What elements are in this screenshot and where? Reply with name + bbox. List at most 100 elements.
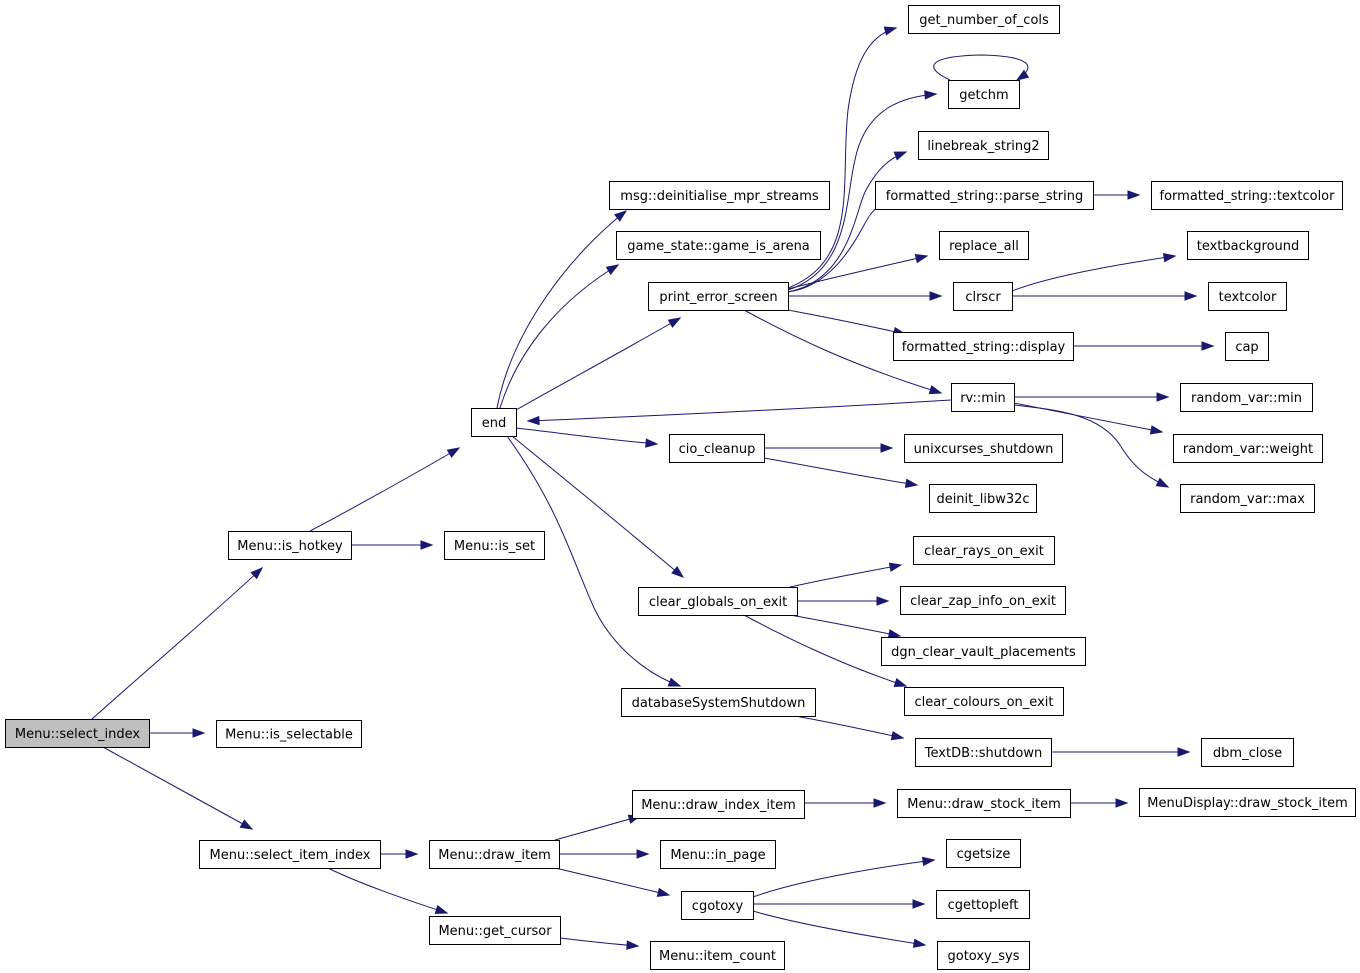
- node-draw_index_item[interactable]: Menu::draw_index_item: [632, 790, 805, 819]
- node-box[interactable]: [228, 531, 352, 560]
- node-box[interactable]: [616, 231, 821, 260]
- node-clear_globals[interactable]: clear_globals_on_exit: [638, 587, 798, 616]
- node-box[interactable]: [632, 790, 805, 819]
- node-box[interactable]: [937, 941, 1030, 970]
- node-box[interactable]: [893, 332, 1074, 361]
- node-clear_colours[interactable]: clear_colours_on_exit: [904, 687, 1064, 716]
- node-box[interactable]: [1173, 434, 1323, 463]
- node-game_is_arena[interactable]: game_state::game_is_arena: [616, 231, 821, 260]
- arrowhead-icon: [626, 940, 640, 950]
- node-dgn_clear_vault[interactable]: dgn_clear_vault_placements: [881, 637, 1086, 666]
- node-box[interactable]: [1187, 231, 1309, 260]
- node-box[interactable]: [621, 688, 816, 717]
- node-textdb_shutdown[interactable]: TextDB::shutdown: [915, 738, 1052, 767]
- node-box[interactable]: [429, 916, 561, 945]
- node-box[interactable]: [904, 434, 1063, 463]
- node-box[interactable]: [897, 789, 1071, 818]
- node-box[interactable]: [5, 719, 150, 748]
- node-get_cursor[interactable]: Menu::get_cursor: [429, 916, 561, 945]
- node-box[interactable]: [216, 720, 362, 748]
- node-gotoxy_sys[interactable]: gotoxy_sys: [937, 941, 1030, 970]
- node-box[interactable]: [908, 5, 1060, 34]
- edge-line: [499, 264, 619, 409]
- node-box[interactable]: [1139, 788, 1356, 817]
- node-box[interactable]: [953, 282, 1013, 311]
- node-box[interactable]: [199, 840, 381, 869]
- node-print_error_screen[interactable]: print_error_screen: [648, 282, 789, 311]
- node-select_index[interactable]: Menu::select_index: [5, 719, 150, 748]
- node-item_count[interactable]: Menu::item_count: [650, 941, 785, 970]
- node-draw_stock_item[interactable]: Menu::draw_stock_item: [897, 789, 1071, 818]
- node-textbackground[interactable]: textbackground: [1187, 231, 1309, 260]
- node-cio_cleanup[interactable]: cio_cleanup: [669, 434, 765, 463]
- node-unixcurses_shutdown[interactable]: unixcurses_shutdown: [904, 434, 1063, 463]
- node-clear_zap[interactable]: clear_zap_info_on_exit: [900, 586, 1066, 615]
- node-box[interactable]: [1180, 484, 1315, 513]
- node-linebreak_string2[interactable]: linebreak_string2: [918, 131, 1049, 160]
- node-box[interactable]: [929, 484, 1037, 513]
- node-box[interactable]: [681, 891, 754, 920]
- node-draw_item[interactable]: Menu::draw_item: [429, 840, 560, 869]
- node-deinit_libw32c[interactable]: deinit_libw32c: [929, 484, 1037, 513]
- node-fs_textcolor[interactable]: formatted_string::textcolor: [1151, 181, 1343, 210]
- node-box[interactable]: [875, 181, 1094, 210]
- node-cap[interactable]: cap: [1225, 332, 1269, 361]
- node-box[interactable]: [951, 383, 1015, 412]
- node-replace_all[interactable]: replace_all: [939, 231, 1029, 260]
- node-in_page[interactable]: Menu::in_page: [660, 840, 776, 869]
- node-box[interactable]: [444, 531, 545, 560]
- node-box[interactable]: [913, 536, 1055, 565]
- node-cgetsize[interactable]: cgetsize: [946, 839, 1021, 868]
- node-md_draw_stock_item[interactable]: MenuDisplay::draw_stock_item: [1139, 788, 1356, 817]
- node-cgotoxy[interactable]: cgotoxy: [681, 891, 754, 920]
- node-box[interactable]: [648, 282, 789, 311]
- node-parse_string[interactable]: formatted_string::parse_string: [875, 181, 1094, 210]
- node-box[interactable]: [429, 840, 560, 869]
- node-rv_min[interactable]: rv::min: [951, 383, 1015, 412]
- node-box[interactable]: [918, 131, 1049, 160]
- node-fs_display[interactable]: formatted_string::display: [893, 332, 1074, 361]
- edge-layer: [91, 26, 1215, 950]
- node-box[interactable]: [1225, 332, 1269, 361]
- node-box[interactable]: [660, 840, 776, 869]
- node-box[interactable]: [1180, 383, 1313, 412]
- node-box[interactable]: [948, 80, 1020, 109]
- node-textcolor[interactable]: textcolor: [1208, 282, 1287, 311]
- node-is_selectable[interactable]: Menu::is_selectable: [216, 720, 362, 748]
- node-label: print_error_screen: [659, 290, 777, 305]
- node-box[interactable]: [609, 181, 830, 210]
- edge-line: [511, 435, 684, 578]
- node-cgettopleft[interactable]: cgettopleft: [936, 890, 1030, 919]
- node-rvar_weight[interactable]: random_var::weight: [1173, 434, 1323, 463]
- node-box[interactable]: [1201, 738, 1294, 767]
- node-box[interactable]: [946, 839, 1021, 868]
- node-box[interactable]: [1208, 282, 1287, 311]
- node-clear_rays[interactable]: clear_rays_on_exit: [913, 536, 1055, 565]
- node-box[interactable]: [904, 687, 1064, 716]
- node-dbShutdown[interactable]: databaseSystemShutdown: [621, 688, 816, 717]
- edge-getchm-to-getchm: [933, 54, 1030, 81]
- node-box[interactable]: [881, 637, 1086, 666]
- node-msg_deinit[interactable]: msg::deinitialise_mpr_streams: [609, 181, 830, 210]
- node-box[interactable]: [939, 231, 1029, 260]
- node-get_number_of_cols[interactable]: get_number_of_cols: [908, 5, 1060, 34]
- node-box[interactable]: [1151, 181, 1343, 210]
- node-rvar_max[interactable]: random_var::max: [1180, 484, 1315, 513]
- node-label: formatted_string::display: [902, 340, 1066, 355]
- node-clrscr[interactable]: clrscr: [953, 282, 1013, 311]
- node-is_hotkey[interactable]: Menu::is_hotkey: [228, 531, 352, 560]
- node-select_item_index[interactable]: Menu::select_item_index: [199, 840, 381, 869]
- node-box[interactable]: [650, 941, 785, 970]
- node-rvar_min[interactable]: random_var::min: [1180, 383, 1313, 412]
- arrowhead-icon: [893, 677, 908, 687]
- node-end[interactable]: end: [471, 408, 517, 437]
- node-box[interactable]: [936, 890, 1030, 919]
- node-box[interactable]: [915, 738, 1052, 767]
- node-is_set[interactable]: Menu::is_set: [444, 531, 545, 560]
- node-box[interactable]: [471, 408, 517, 437]
- node-box[interactable]: [638, 587, 798, 616]
- node-dbm_close[interactable]: dbm_close: [1201, 738, 1294, 767]
- node-box[interactable]: [900, 586, 1066, 615]
- node-getchm[interactable]: getchm: [948, 80, 1020, 109]
- node-box[interactable]: [669, 434, 765, 463]
